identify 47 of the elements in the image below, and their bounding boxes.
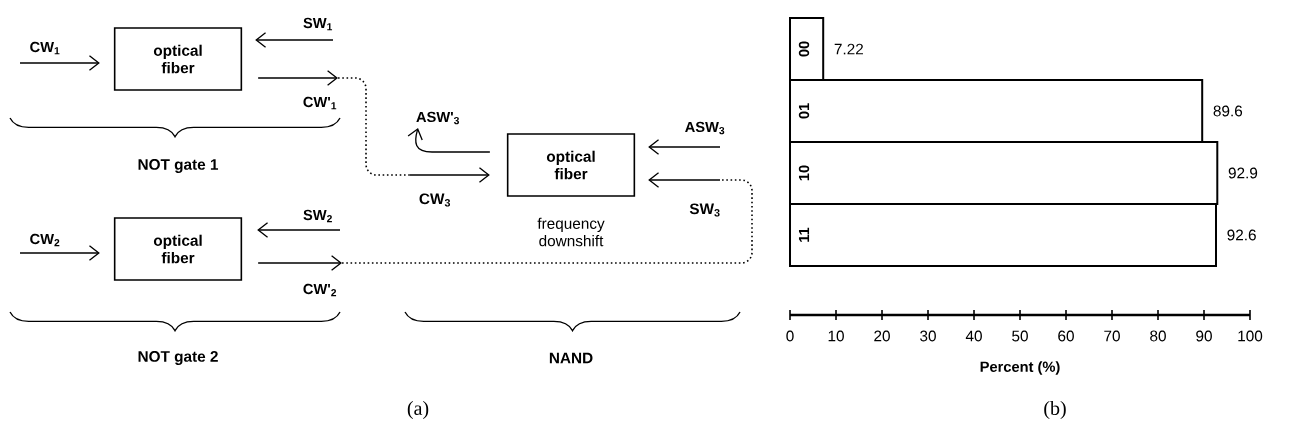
edge-label: SW$_{2}$: [303, 209, 332, 223]
arrow: [255, 32, 334, 48]
edge-label: CW'$_{2}$: [303, 283, 337, 297]
edge-label: ASW$_{3}$: [685, 121, 725, 135]
gate-label: NAND: [549, 352, 593, 364]
edge-label: ASW'$_{3}$: [416, 111, 459, 125]
tick-label: 20: [874, 330, 890, 342]
tick-label: 100: [1238, 330, 1263, 342]
note-text: frequency downshift: [537, 217, 605, 247]
edge-label: CW'$_{1}$: [303, 96, 337, 110]
tick-label: 90: [1196, 330, 1212, 342]
panel-label: (b): [1044, 400, 1066, 420]
value-label: 92.6: [1227, 229, 1256, 241]
gate-label: NOT gate 2: [138, 351, 218, 365]
value-label: 89.6: [1213, 105, 1243, 117]
arrow: [407, 128, 491, 153]
tick-label: 0: [786, 330, 794, 342]
signal-label: SW$_{3}$: [689, 203, 720, 217]
signal-label: CW$_{3}$: [419, 193, 451, 207]
process-box: optical fiber: [113, 217, 243, 281]
category-label: 11: [798, 227, 810, 242]
axis-title: Percent (%): [980, 361, 1060, 375]
edge-label: SW$_{1}$: [303, 17, 333, 31]
tick-label: 50: [1012, 330, 1028, 342]
category-label: 01: [798, 103, 810, 119]
tick-label: 10: [828, 330, 844, 342]
tick-label: 40: [965, 330, 982, 342]
gate-label: NOT gate 1: [138, 159, 219, 173]
tick-label: 60: [1058, 330, 1074, 342]
category-label: 10: [798, 165, 810, 181]
edge-label: CW$_{1}$: [30, 41, 60, 55]
arrow: [257, 222, 341, 238]
category-label: 00: [798, 41, 810, 57]
arrow: [257, 172, 753, 271]
process-box: optical fiber: [506, 133, 636, 197]
value-label: 92.9: [1228, 167, 1258, 179]
tick-label: 70: [1104, 330, 1120, 342]
value-label: 7.22: [834, 43, 863, 55]
tick-label: 30: [920, 330, 936, 342]
tick-label: 80: [1150, 330, 1166, 342]
arrow: [648, 139, 721, 155]
arrow: [19, 55, 100, 71]
arrow: [257, 70, 490, 183]
arrow: [19, 245, 100, 261]
panel-label: (a): [407, 400, 429, 420]
edge-label: CW$_{2}$: [30, 233, 60, 247]
process-box: optical fiber: [113, 27, 243, 91]
